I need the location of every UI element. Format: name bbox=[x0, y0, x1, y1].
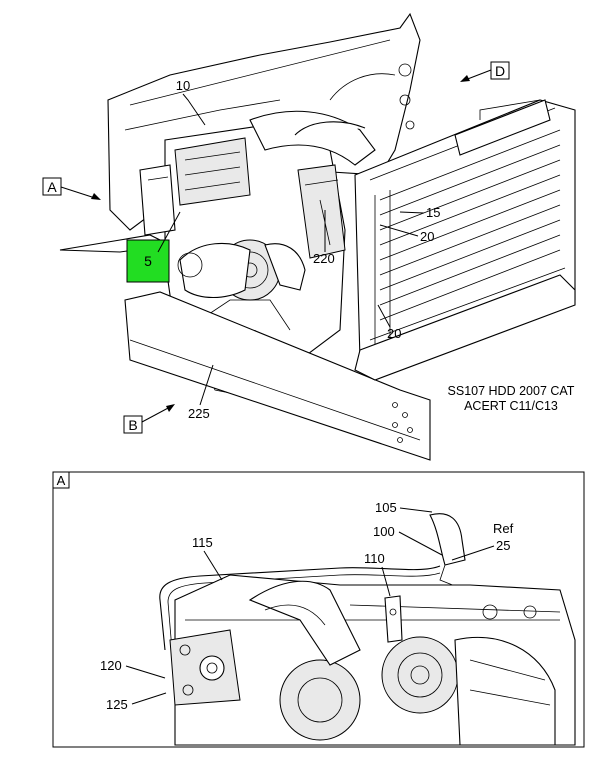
svg-text:Ref: Ref bbox=[493, 521, 514, 536]
svg-text:100: 100 bbox=[373, 524, 395, 539]
callout-view-b[interactable]: B bbox=[123, 404, 175, 434]
detail-a-tag: A bbox=[52, 471, 70, 489]
svg-text:20: 20 bbox=[420, 229, 434, 244]
svg-text:SS107 HDD 2007 CAT: SS107 HDD 2007 CAT bbox=[448, 384, 575, 398]
svg-text:105: 105 bbox=[375, 500, 397, 515]
svg-text:115: 115 bbox=[192, 535, 213, 550]
label-15: 15 bbox=[399, 205, 440, 220]
label-105: 105 bbox=[375, 500, 433, 515]
highlight-part-5[interactable] bbox=[126, 239, 170, 283]
label-20-top: 20 bbox=[379, 224, 434, 244]
svg-text:220: 220 bbox=[313, 251, 335, 266]
svg-text:A: A bbox=[47, 179, 57, 195]
svg-text:15: 15 bbox=[426, 205, 440, 220]
label-100: 100 bbox=[373, 524, 443, 556]
label-ref-25: Ref 25 bbox=[451, 521, 514, 561]
svg-text:10: 10 bbox=[176, 78, 190, 93]
svg-text:5: 5 bbox=[144, 253, 152, 269]
detail-a-illustration bbox=[159, 513, 576, 746]
svg-text:20: 20 bbox=[387, 326, 401, 341]
svg-text:125: 125 bbox=[106, 697, 128, 712]
label-10: 10 bbox=[176, 78, 206, 126]
svg-text:ACERT C11/C13: ACERT C11/C13 bbox=[464, 399, 558, 413]
detail-a-frame bbox=[52, 471, 585, 748]
svg-text:B: B bbox=[128, 417, 137, 433]
svg-text:D: D bbox=[495, 63, 505, 79]
svg-text:25: 25 bbox=[496, 538, 510, 553]
label-115: 115 bbox=[192, 535, 223, 581]
callout-view-a[interactable]: A bbox=[42, 177, 101, 200]
svg-text:225: 225 bbox=[188, 406, 210, 421]
label-20-bottom: 20 bbox=[377, 304, 401, 341]
label-225: 225 bbox=[188, 364, 214, 421]
svg-text:110: 110 bbox=[364, 551, 385, 566]
diagram-caption: SS107 HDD 2007 CAT ACERT C11/C13 bbox=[448, 384, 575, 413]
label-110: 110 bbox=[364, 551, 391, 597]
label-120: 120 bbox=[100, 658, 166, 679]
label-5: 5 bbox=[144, 211, 181, 269]
svg-text:120: 120 bbox=[100, 658, 122, 673]
label-220: 220 bbox=[313, 210, 335, 266]
main-assembly-illustration bbox=[59, 12, 576, 461]
svg-text:A: A bbox=[57, 473, 66, 488]
label-125: 125 bbox=[106, 692, 167, 712]
callout-view-d[interactable]: D bbox=[460, 61, 510, 82]
